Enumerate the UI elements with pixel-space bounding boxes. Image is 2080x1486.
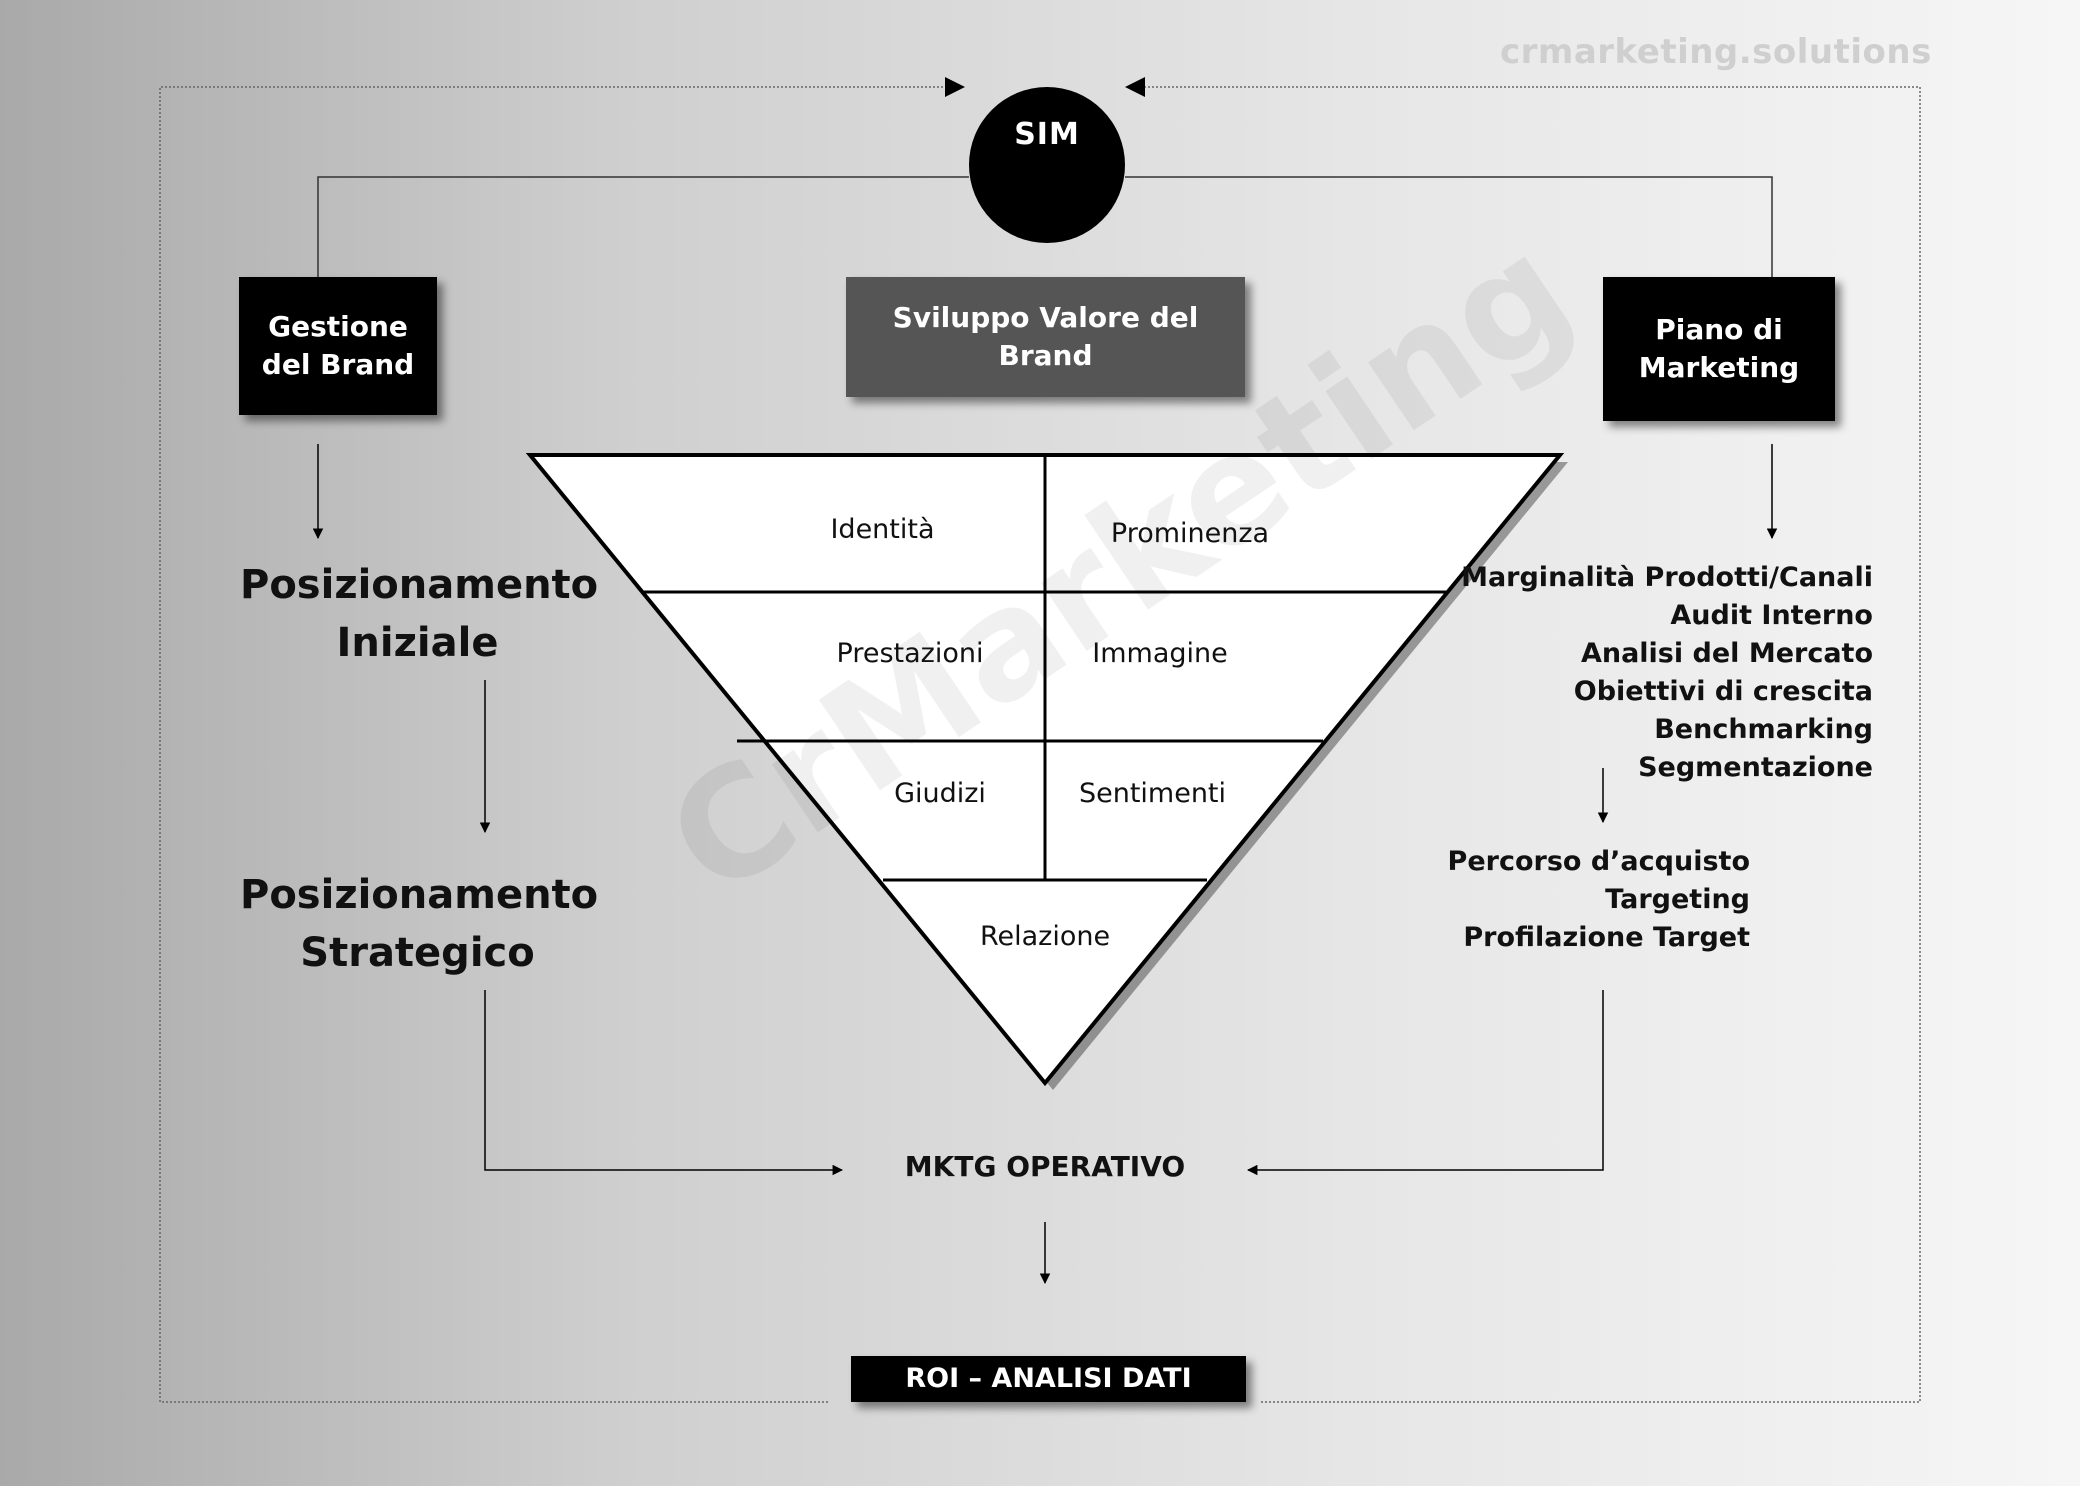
- brand-pyramid: [525, 453, 1568, 1090]
- brand-value-label: Sviluppo Valore del Brand: [892, 301, 1199, 372]
- roi-label: ROI – ANALISI DATI: [905, 1362, 1192, 1394]
- pyramid-cell-relazione: Relazione: [979, 921, 1111, 952]
- pyramid-cell-identita: Identità: [830, 514, 935, 545]
- analysis-item: Segmentazione: [1638, 752, 1873, 783]
- pyramid-cell-prestazioni: Prestazioni: [836, 638, 984, 669]
- marketing-plan-label: Piano di Marketing: [1638, 313, 1800, 384]
- outer-frame-right: [1140, 86, 1921, 1403]
- sim-node: SIM: [969, 87, 1125, 243]
- strategic-positioning-title: Posizionamento Strategico: [240, 872, 599, 976]
- analysis-list: Marginalità Prodotti/Canali Audit Intern…: [1440, 559, 1873, 787]
- pyramid-cell-giudizi: Giudizi: [894, 778, 986, 809]
- outer-frame-left: [159, 86, 955, 1403]
- brand-management-label: Gestione del Brand: [261, 310, 415, 381]
- pyramid-cell-immagine: Immagine: [1092, 638, 1228, 669]
- analysis-item: Analisi del Mercato: [1580, 638, 1873, 669]
- arrow-target-to-operative: [1246, 990, 1604, 1176]
- sim-to-marketing-plan-line: [1125, 176, 1773, 277]
- marketing-plan-box: Piano di Marketing: [1603, 277, 1835, 421]
- initial-positioning-title: Posizionamento Iniziale: [240, 562, 599, 666]
- pyramid-cell-sentimenti: Sentimenti: [1078, 778, 1227, 809]
- operative-marketing-label: MKTG OPERATIVO: [904, 1150, 1186, 1183]
- arrow-into-sim-right: [1125, 77, 1145, 97]
- brand-management-box: Gestione del Brand: [239, 277, 437, 415]
- arrow-strategic-to-operative: [484, 990, 844, 1176]
- roi-box: ROI – ANALISI DATI: [851, 1356, 1246, 1402]
- target-item: Percorso d’acquisto: [1447, 846, 1750, 877]
- pyramid-cell-prominenza: Prominenza: [1110, 518, 1270, 549]
- target-item: Targeting: [1605, 884, 1750, 915]
- target-list: Percorso d’acquisto Targeting Profilazio…: [1420, 843, 1750, 957]
- arrow-into-sim-left: [945, 77, 965, 97]
- analysis-item: Marginalità Prodotti/Canali: [1461, 562, 1873, 593]
- sim-to-brand-management-line: [317, 176, 969, 277]
- watermark-url: crmarketing.solutions: [1500, 32, 1932, 72]
- analysis-item: Audit Interno: [1670, 600, 1873, 631]
- analysis-item: Benchmarking: [1654, 714, 1873, 745]
- target-item: Profilazione Target: [1463, 922, 1750, 953]
- brand-value-box: Sviluppo Valore del Brand: [846, 277, 1245, 397]
- analysis-item: Obiettivi di crescita: [1573, 676, 1873, 707]
- sim-label: SIM: [1014, 117, 1080, 152]
